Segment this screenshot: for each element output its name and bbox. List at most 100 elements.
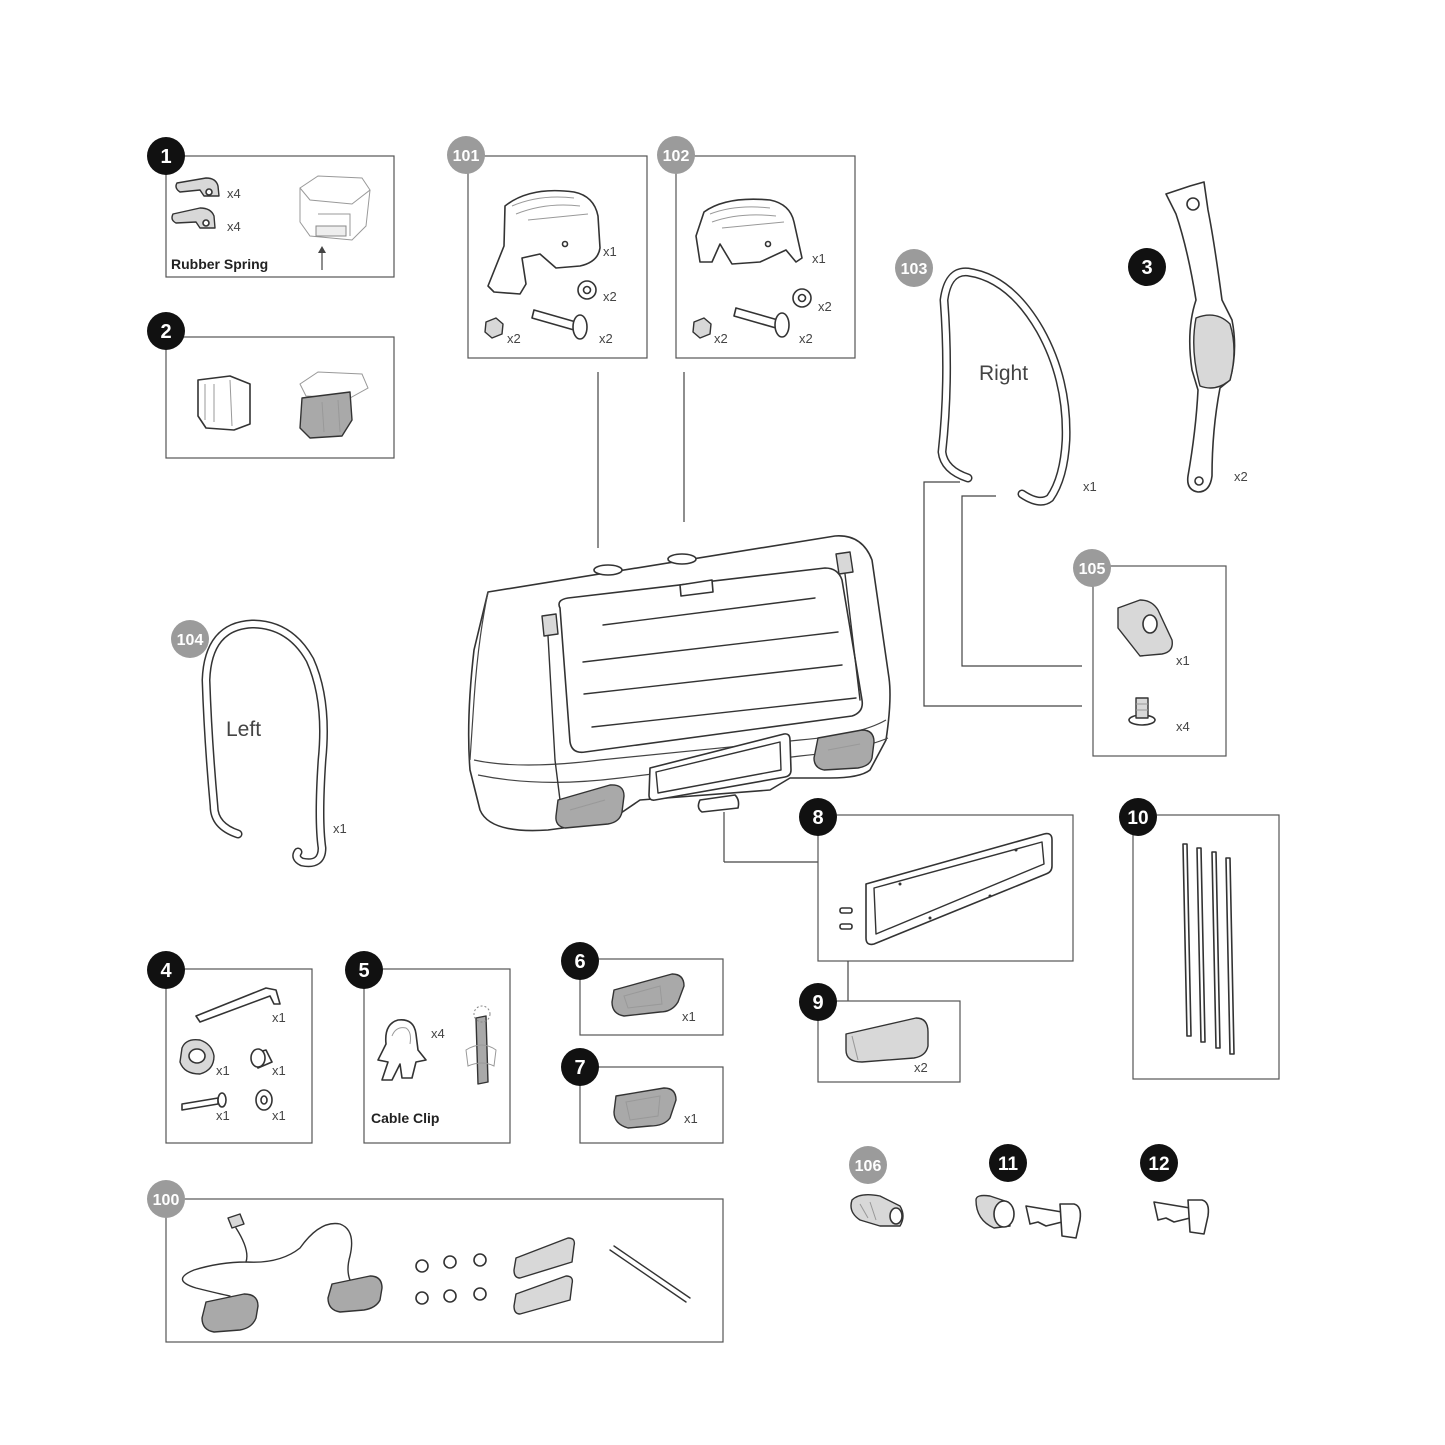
bracket-cover-icon: [197, 371, 369, 439]
quantity-label: x1: [216, 1108, 230, 1123]
svg-text:6: 6: [574, 951, 585, 973]
part-10-panel: [1132, 814, 1280, 1080]
part-7-panel: x1: [579, 1066, 724, 1144]
part-105-panel: x1 x4: [1092, 565, 1227, 757]
part-1-panel: x4 x4 Rubber Spring: [165, 155, 395, 278]
quantity-label: x2: [799, 331, 813, 346]
strap-icon: [1165, 181, 1236, 493]
wiring-harness-icon: [181, 1213, 691, 1333]
svg-text:102: 102: [663, 148, 690, 165]
badge-102: 102: [657, 136, 695, 174]
part-9-panel: x2: [817, 1000, 961, 1083]
quantity-label: x1: [812, 251, 826, 266]
quantity-label: x4: [431, 1026, 445, 1041]
svg-text:5: 5: [358, 960, 369, 982]
clamp-clip-icon: [1117, 599, 1173, 657]
buckle-icon: [850, 1193, 904, 1227]
badge-105: 105: [1073, 549, 1111, 587]
svg-text:4: 4: [160, 960, 172, 982]
badge-101: 101: [447, 136, 485, 174]
bike-arm-left-icon: [201, 619, 328, 868]
quantity-label: x1: [1083, 479, 1097, 494]
badge-5: 5: [345, 951, 383, 989]
quantity-label: x1: [1176, 653, 1190, 668]
badge-11: 11: [989, 1144, 1027, 1182]
part-2-panel: [165, 336, 395, 459]
quantity-label: x1: [333, 821, 347, 836]
svg-text:1: 1: [160, 146, 171, 168]
badge-10: 10: [1119, 798, 1157, 836]
svg-text:10: 10: [1127, 808, 1148, 829]
badge-3: 3: [1128, 248, 1166, 286]
badge-6: 6: [561, 942, 599, 980]
quantity-label: x1: [603, 244, 617, 259]
svg-text:104: 104: [177, 632, 204, 649]
quantity-label: x4: [227, 219, 241, 234]
quantity-label: x2: [914, 1060, 928, 1075]
svg-text:12: 12: [1148, 1154, 1169, 1175]
part-3-group: x2: [1165, 181, 1248, 493]
quantity-label: x2: [507, 331, 521, 346]
badge-9: 9: [799, 983, 837, 1021]
bike-arm-right-icon: [937, 267, 1071, 506]
part-101-panel: x1 x2 x2 x2: [467, 155, 648, 359]
reflector-left-icon: [611, 973, 685, 1017]
rubber-spring-label: Rubber Spring: [171, 256, 268, 272]
bolt-icon: [531, 309, 588, 340]
svg-text:2: 2: [160, 321, 171, 343]
svg-text:3: 3: [1141, 257, 1152, 279]
quantity-label: x1: [272, 1010, 286, 1025]
part-104-group: Left x1: [201, 619, 347, 868]
cable-clip-icon: [377, 1005, 497, 1085]
svg-text:8: 8: [812, 807, 823, 829]
svg-text:106: 106: [855, 1158, 882, 1175]
svg-text:100: 100: [153, 1192, 180, 1209]
quantity-label: x2: [818, 299, 832, 314]
badge-12: 12: [1140, 1144, 1178, 1182]
part-103-group: Right x1: [923, 267, 1097, 707]
badge-1: 1: [147, 137, 185, 175]
clip-set-icon: [415, 1253, 487, 1305]
reflector-right-icon: [613, 1087, 677, 1129]
key-icon: [1153, 1199, 1210, 1235]
badge-2: 2: [147, 312, 185, 350]
badge-4: 4: [147, 951, 185, 989]
part-8-panel: [817, 814, 1074, 1001]
hinge-cover-right-icon: [695, 198, 803, 265]
svg-text:105: 105: [1079, 561, 1106, 578]
quantity-label: x2: [603, 289, 617, 304]
quantity-label: x1: [272, 1108, 286, 1123]
cable-clip-label: Cable Clip: [371, 1110, 439, 1126]
badge-104: 104: [171, 620, 209, 658]
part-100-panel: [165, 1198, 724, 1343]
badge-7: 7: [561, 1048, 599, 1086]
hinge-cover-left-icon: [487, 189, 601, 295]
part-102-panel: x1 x2 x2 x2: [675, 155, 856, 359]
rubber-spring-icon: [171, 177, 220, 229]
handle-cap-icon: [845, 1017, 929, 1063]
part-4-panel: x1 x1 x1 x1 x1: [165, 968, 313, 1144]
badge-106: 106: [849, 1146, 887, 1184]
badge-103: 103: [895, 249, 933, 287]
bolt-icon: [733, 307, 790, 338]
license-plate-holder-icon: [839, 832, 1053, 946]
quantity-label: x1: [682, 1009, 696, 1024]
quantity-label: x1: [272, 1063, 286, 1078]
cargo-box-icon: [467, 372, 891, 863]
bracket-context-icon: [299, 175, 371, 270]
svg-text:11: 11: [998, 1154, 1019, 1175]
quantity-label: x2: [714, 331, 728, 346]
hardware-set-icon: [179, 987, 281, 1111]
svg-text:101: 101: [453, 148, 480, 165]
part-5-panel: x4 Cable Clip: [363, 968, 511, 1144]
quantity-label: x2: [1234, 469, 1248, 484]
quantity-label: x4: [227, 186, 241, 201]
right-label: Right: [979, 362, 1028, 385]
part-6-panel: x1: [579, 958, 724, 1036]
badge-8: 8: [799, 798, 837, 836]
lock-cylinder-key-icon: [975, 1194, 1082, 1239]
quantity-label: x1: [216, 1063, 230, 1078]
left-label: Left: [226, 718, 261, 741]
badge-100: 100: [147, 1180, 185, 1218]
